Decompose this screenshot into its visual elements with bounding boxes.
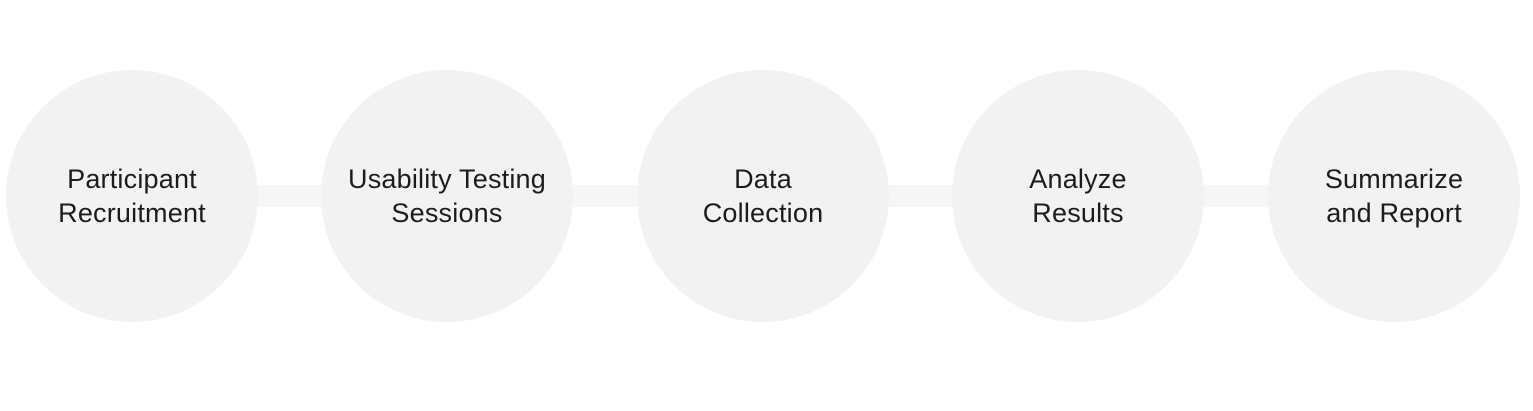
- step-label-line2: Results: [1032, 198, 1124, 228]
- flow-step-data-collection: Data Collection: [637, 70, 889, 322]
- step-label: Usability Testing Sessions: [348, 162, 546, 230]
- step-label-line2: Recruitment: [58, 198, 206, 228]
- step-label-line2: and Report: [1326, 198, 1462, 228]
- step-label-line2: Sessions: [391, 198, 503, 228]
- step-label-line1: Summarize: [1324, 164, 1464, 194]
- step-label-line1: Participant: [67, 164, 197, 194]
- flow-step-participant-recruitment: Participant Recruitment: [6, 70, 258, 322]
- step-label: Analyze Results: [1029, 162, 1126, 230]
- step-label: Summarize and Report: [1325, 162, 1463, 230]
- step-label-line1: Data: [734, 164, 792, 194]
- flow-step-summarize-and-report: Summarize and Report: [1268, 70, 1520, 322]
- step-label-line1: Usability Testing: [348, 164, 546, 194]
- step-label-line1: Analyze: [1029, 164, 1127, 194]
- flow-step-usability-testing-sessions: Usability Testing Sessions: [321, 70, 573, 322]
- flow-step-analyze-results: Analyze Results: [952, 70, 1204, 322]
- step-label: Data Collection: [703, 162, 824, 230]
- step-label: Participant Recruitment: [58, 162, 206, 230]
- step-label-line2: Collection: [702, 198, 824, 228]
